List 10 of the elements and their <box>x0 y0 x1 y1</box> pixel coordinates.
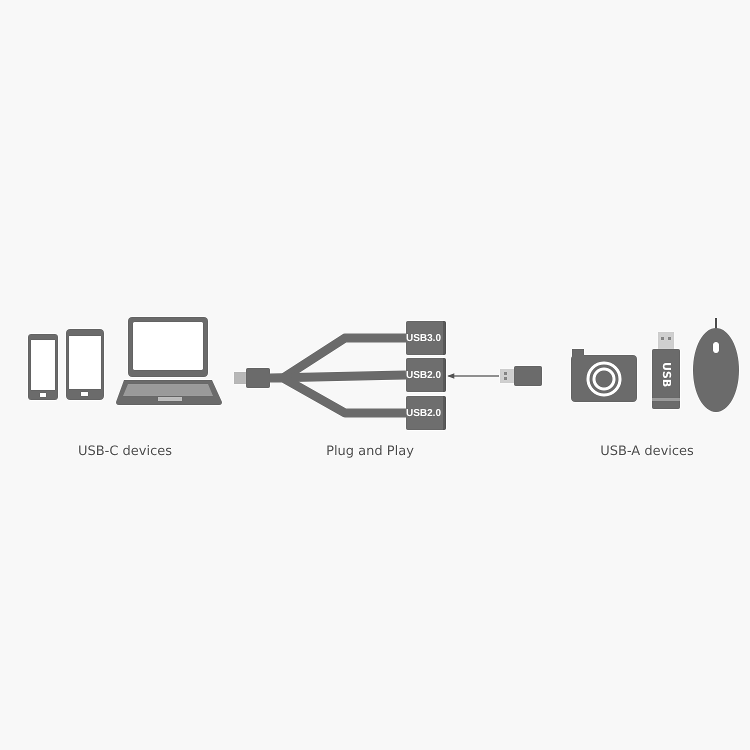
caption-text: USB-C devices <box>78 444 172 459</box>
usb-port: USB3.0 <box>406 321 446 355</box>
caption-text: Plug and Play <box>326 444 414 459</box>
caption-text: USB-A devices <box>600 444 694 459</box>
drive-label: USB <box>659 362 673 388</box>
usb-a-plug-drawing <box>500 366 542 386</box>
arrow <box>447 373 499 379</box>
usb-c-plug-drawing <box>234 368 270 388</box>
usb-port: USB2.0 <box>406 358 446 392</box>
usb-port: USB2.0 <box>406 396 446 430</box>
